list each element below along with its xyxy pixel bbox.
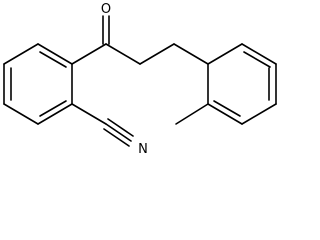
bond: [241, 103, 277, 125]
bond: [207, 43, 243, 65]
bond: [207, 103, 243, 125]
triple-bond: [105, 123, 132, 142]
bond: [173, 43, 209, 65]
bond: [37, 43, 73, 65]
ketone-group: O: [71, 2, 111, 65]
left-benzene-ring: [3, 43, 73, 125]
bond: [71, 103, 107, 125]
bond: [105, 43, 141, 65]
double-bond-inner: [243, 51, 271, 68]
bond: [139, 43, 175, 65]
double-bond-inner: [213, 100, 241, 117]
nitrogen-label: N: [138, 142, 148, 157]
ethylene-chain: [105, 43, 209, 65]
double-bond-inner: [39, 51, 67, 68]
double-bond-inner: [39, 100, 67, 117]
bond: [3, 103, 39, 125]
nitrile-group: N: [71, 103, 148, 157]
bond: [175, 103, 209, 125]
bond: [3, 43, 39, 65]
triple-bond: [107, 118, 134, 137]
triple-bond: [103, 128, 130, 147]
right-benzene-ring: [207, 43, 277, 125]
bond: [241, 43, 277, 65]
methyl-group: [175, 103, 209, 125]
bond: [71, 43, 107, 65]
chemical-structure-diagram: O N: [3, 2, 277, 157]
bond: [37, 103, 73, 125]
oxygen-label: O: [101, 2, 111, 17]
